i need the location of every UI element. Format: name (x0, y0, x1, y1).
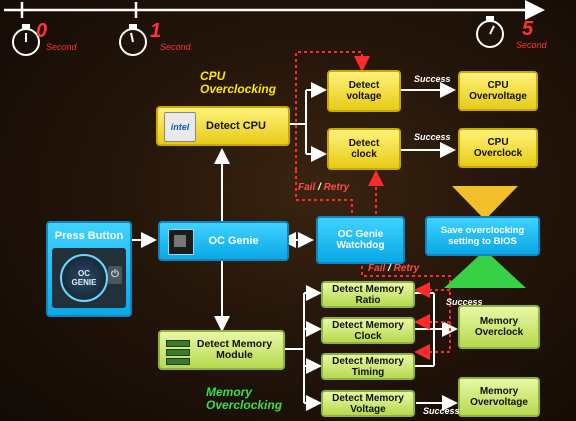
timeline-0-number: 0 (36, 20, 48, 42)
detect-memory-voltage-node: Detect Memory Voltage (321, 390, 415, 417)
detect-memory-module-node: Detect Memory Module (158, 330, 285, 370)
success-label-clock: Success (414, 132, 451, 142)
oc-genie-button-image: OC GENIE ⏻ (52, 248, 126, 308)
memory-overclock-node: Memory Overclock (458, 305, 540, 349)
timeline-0-unit: Second (46, 42, 77, 52)
press-button-label: Press Button (54, 230, 124, 242)
memory-overvoltage-node: Memory Overvoltage (458, 377, 540, 417)
detect-clock-node: Detect clock (327, 128, 401, 170)
retry-text: Retry (393, 263, 420, 274)
oc-genie-label: OC Genie (208, 234, 259, 247)
fail-text: Fail (368, 263, 386, 274)
save-bios-node: Save overclocking setting to BIOS (425, 216, 540, 256)
detect-memory-clock-node: Detect Memory Clock (321, 317, 415, 344)
memory-overclocking-label: Memory Overclocking (206, 385, 283, 412)
oc-genie-chip-icon (168, 229, 194, 255)
cpu-overvoltage-node: CPU Overvoltage (458, 71, 538, 111)
cpu-overclock-node: CPU Overclock (458, 128, 538, 168)
oc-genie-node: OC Genie (158, 221, 289, 261)
detect-memory-ratio-node: Detect Memory Ratio (321, 281, 415, 308)
fail-text: Fail (298, 182, 316, 193)
stopwatch-icon (476, 16, 504, 48)
timeline-5-number: 5 (522, 18, 534, 40)
power-icon: ⏻ (108, 266, 122, 284)
intel-logo-text: intel (170, 121, 190, 132)
success-label-memory-voltage: Success (423, 406, 460, 416)
timeline-1-number: 1 (150, 20, 162, 42)
oc-genie-button-icon: OC GENIE (60, 254, 108, 302)
button-text-genie: GENIE (71, 278, 97, 287)
detect-memory-timing-node: Detect Memory Timing (321, 353, 415, 380)
restore-arrow (444, 250, 526, 288)
button-text-oc: OC (78, 269, 90, 278)
intel-chip-icon: intel (164, 112, 196, 142)
success-label-memory-overclock: Success (446, 297, 483, 307)
detect-cpu-label: Detect CPU (206, 119, 266, 132)
detect-memory-module-label: Detect Memory Module (196, 338, 273, 361)
press-button-node: Press Button OC GENIE ⏻ (46, 221, 132, 317)
detect-voltage-node: Detect voltage (327, 70, 401, 112)
fail-retry-label-memory: Fail / Retry (368, 263, 420, 274)
fail-retry-label-cpu: Fail / Retry (298, 182, 350, 193)
stopwatch-icon (119, 24, 147, 56)
retry-text: Retry (323, 182, 350, 193)
cpu-overclocking-label: CPU Overclocking (200, 69, 277, 96)
detect-cpu-node: intel Detect CPU (156, 106, 290, 146)
save-arrow (452, 186, 518, 220)
timeline-1-unit: Second (160, 42, 191, 52)
success-label-voltage: Success (414, 74, 451, 84)
stopwatch-icon (12, 24, 40, 56)
timeline-5-unit: Second (516, 40, 547, 50)
timeline (4, 0, 545, 20)
memory-module-icon (166, 340, 190, 365)
oc-genie-watchdog-node: OC Genie Watchdog (316, 216, 405, 264)
